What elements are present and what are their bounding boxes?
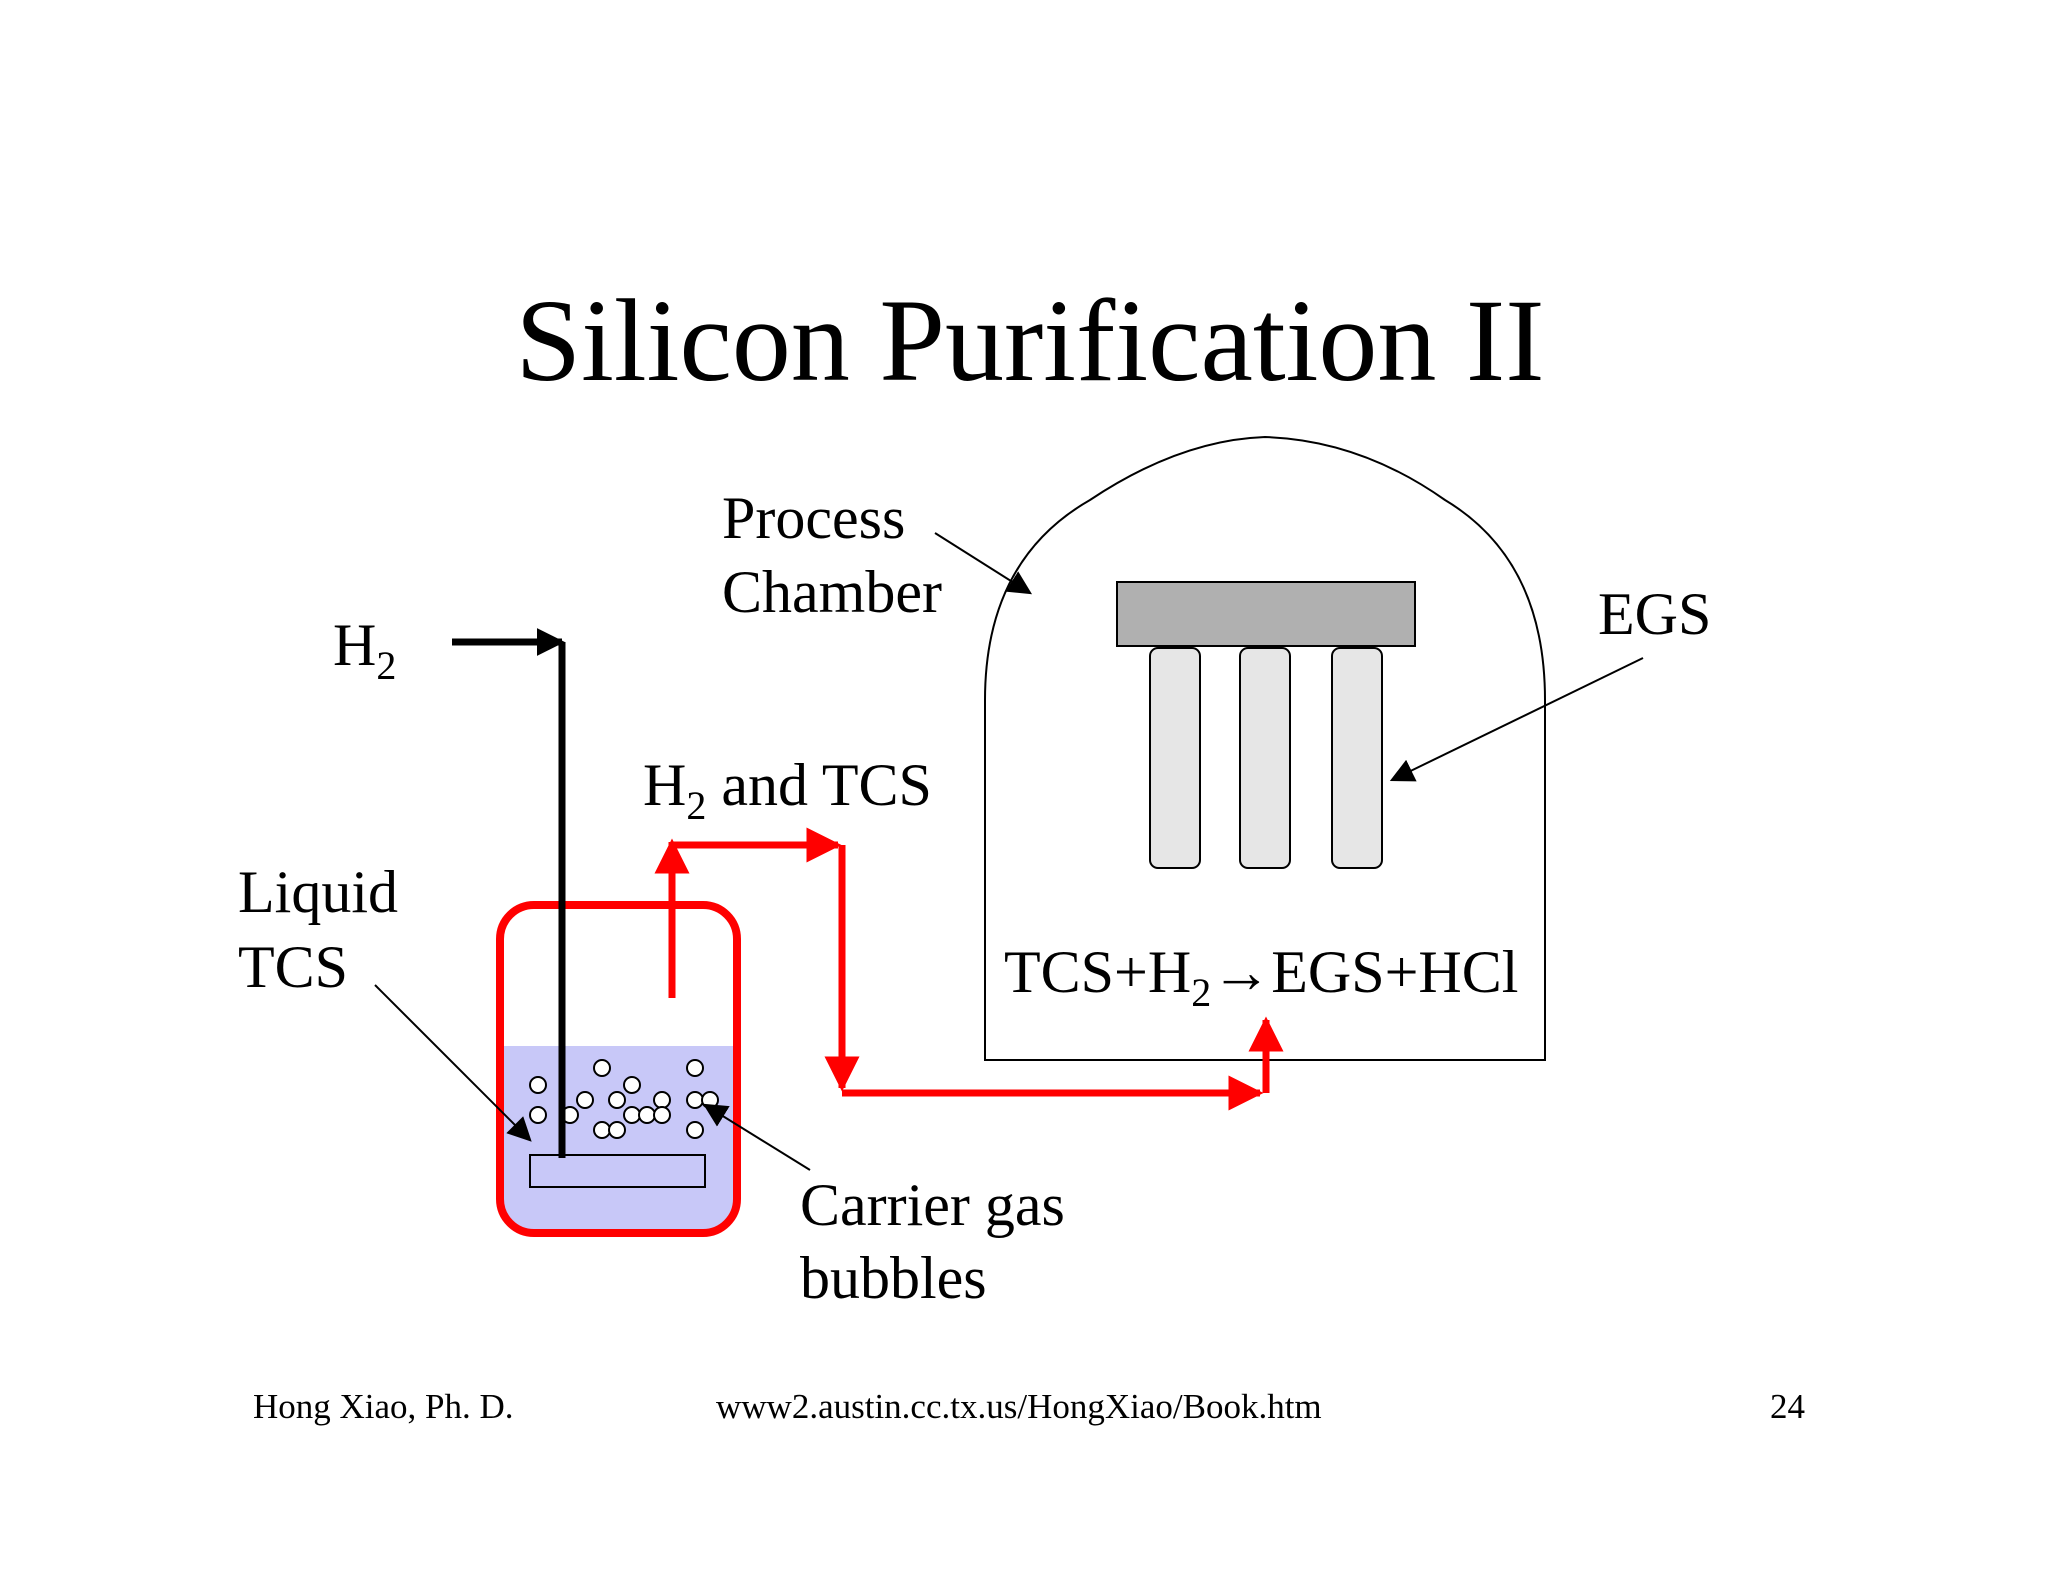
- liquid-tcs-pointer: [374, 984, 532, 1142]
- egs-rod: [1239, 647, 1291, 869]
- h2-and-tcs-label: H2 and TCS: [643, 752, 932, 828]
- egs-pointer: [1389, 657, 1644, 782]
- process-chamber: [984, 435, 1546, 1061]
- process-chamber-label-line2: Chamber: [722, 559, 942, 625]
- carrier-gas-label-line1: Carrier gas: [800, 1172, 1065, 1238]
- reaction-equation: TCS+H2→EGS+HCl: [1004, 939, 1518, 1015]
- egs-rod: [1331, 647, 1383, 869]
- egs-rod: [1149, 647, 1201, 869]
- egs-label: EGS: [1598, 581, 1711, 647]
- liquid-tcs-label-line1: Liquid: [238, 859, 398, 925]
- page-title: Silicon Purification II: [515, 275, 1544, 406]
- bubbles-pointer: [702, 1103, 811, 1171]
- liquid-tcs-label-line2: TCS: [238, 934, 348, 1000]
- bubbler-diffuser: [529, 1154, 706, 1188]
- h2-label: H2: [333, 612, 396, 688]
- carrier-gas-bubbles: [529, 1059, 719, 1139]
- bubbler-vessel: [496, 901, 741, 1237]
- footer-author: Hong Xiao, Ph. D.: [253, 1387, 514, 1426]
- process-chamber-pointer: [934, 532, 1033, 595]
- footer-url: www2.austin.cc.tx.us/HongXiao/Book.htm: [716, 1387, 1322, 1426]
- rod-holder: [1116, 581, 1416, 647]
- footer-page-number: 24: [1770, 1387, 1805, 1426]
- carrier-gas-label-line2: bubbles: [800, 1245, 987, 1311]
- process-chamber-label-line1: Process: [722, 485, 905, 551]
